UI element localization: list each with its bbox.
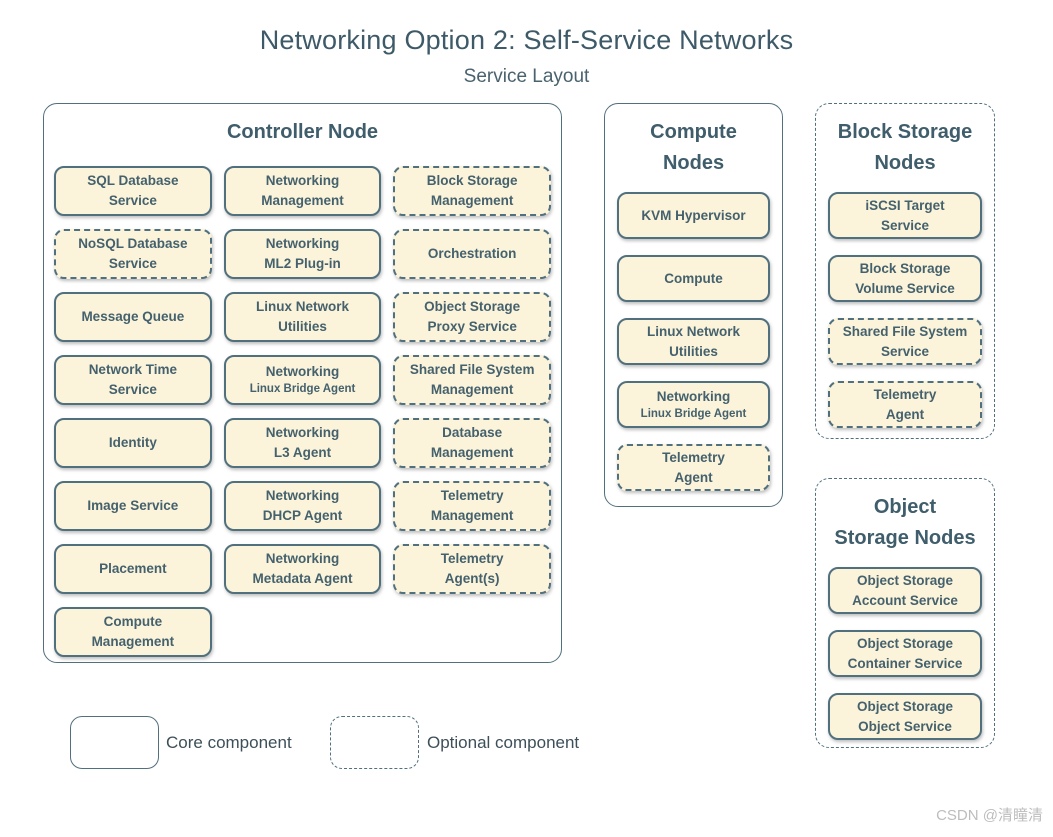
service-identity: Identity [54, 418, 212, 468]
service-compute: Compute [617, 255, 770, 302]
service-database-management: Database Management [393, 418, 552, 468]
diagram-title: Networking Option 2: Self-Service Networ… [259, 25, 794, 55]
controller-column-2: Networking Management Networking ML2 Plu… [223, 166, 382, 657]
legend-optional-swatch [330, 716, 419, 769]
service-message-queue: Message Queue [54, 292, 212, 342]
watermark: CSDN @清瞳清 [936, 807, 1043, 824]
service-object-storage-container: Object Storage Container Service [828, 630, 982, 677]
service-nosql-database: NoSQL Database Service [54, 229, 212, 279]
service-kvm-hypervisor: KVM Hypervisor [617, 192, 770, 239]
service-telemetry-management: Telemetry Management [393, 481, 552, 531]
object-storage-services: Object Storage Account Service Object St… [816, 554, 994, 740]
object-storage-nodes-group: Object Storage Nodes Object Storage Acco… [815, 478, 995, 748]
service-networking-metadata-agent: Networking Metadata Agent [223, 544, 382, 594]
block-storage-nodes-title: Block Storage Nodes [837, 121, 973, 174]
controller-columns: SQL Database Service NoSQL Database Serv… [44, 148, 561, 657]
service-networking-l3-agent: Networking L3 Agent [223, 418, 382, 468]
controller-node-title: Controller Node [226, 121, 379, 143]
service-networking-dhcp-agent: Networking DHCP Agent [223, 481, 382, 531]
compute-nodes-group: Compute Nodes KVM Hypervisor Compute Lin… [604, 103, 783, 507]
service-network-time: Network Time Service [54, 355, 212, 405]
service-block-storage-volume: Block Storage Volume Service [828, 255, 982, 302]
service-object-storage-object: Object Storage Object Service [828, 693, 982, 740]
service-networking-management: Networking Management [223, 166, 382, 216]
object-storage-nodes-title: Object Storage Nodes [834, 496, 976, 549]
legend-core-label: Core component [166, 733, 292, 752]
legend-optional-label: Optional component [427, 733, 580, 752]
service-sql-database: SQL Database Service [54, 166, 212, 216]
service-shared-file-system-service: Shared File System Service [828, 318, 982, 365]
service-placement: Placement [54, 544, 212, 594]
service-compute-telemetry-agent: Telemetry Agent [617, 444, 770, 491]
service-object-storage-proxy: Object Storage Proxy Service [393, 292, 552, 342]
controller-node-group: Controller Node SQL Database Service NoS… [43, 103, 562, 663]
service-image-service: Image Service [54, 481, 212, 531]
diagram-subtitle: Service Layout [463, 66, 590, 87]
service-object-storage-account: Object Storage Account Service [828, 567, 982, 614]
compute-services: KVM Hypervisor Compute Linux Network Uti… [605, 179, 782, 491]
service-block-telemetry-agent: Telemetry Agent [828, 381, 982, 428]
controller-column-3: Block Storage Management Orchestration O… [393, 166, 552, 657]
service-compute-linux-network-utilities: Linux Network Utilities [617, 318, 770, 365]
service-shared-file-system-management: Shared File System Management [393, 355, 552, 405]
legend-core-swatch [70, 716, 159, 769]
block-storage-services: iSCSI Target Service Block Storage Volum… [816, 179, 994, 428]
service-iscsi-target: iSCSI Target Service [828, 192, 982, 239]
block-storage-nodes-group: Block Storage Nodes iSCSI Target Service… [815, 103, 995, 439]
service-compute-management: Compute Management [54, 607, 212, 657]
controller-column-1: SQL Database Service NoSQL Database Serv… [54, 166, 212, 657]
service-block-storage-management: Block Storage Management [393, 166, 552, 216]
service-networking-ml2-plugin: Networking ML2 Plug-in [223, 229, 382, 279]
service-orchestration: Orchestration [393, 229, 552, 279]
service-telemetry-agents: Telemetry Agent(s) [393, 544, 552, 594]
compute-nodes-title: Compute Nodes [650, 121, 737, 174]
service-linux-network-utilities: Linux Network Utilities [223, 292, 382, 342]
